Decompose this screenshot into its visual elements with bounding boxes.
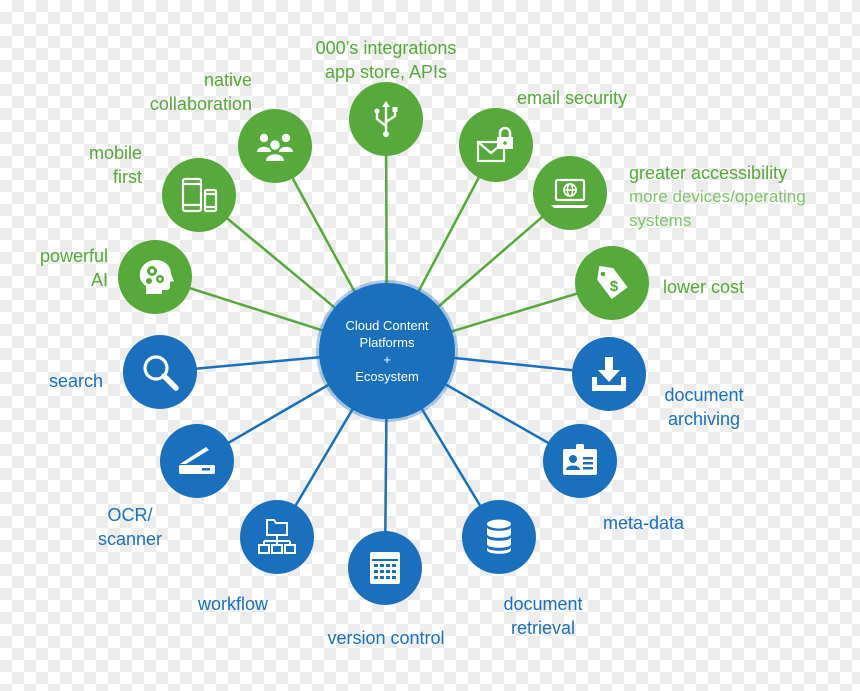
label-ocr-line-1: OCR/: [107, 505, 153, 525]
download-tray-icon: [592, 357, 626, 391]
scanner-icon: [179, 447, 215, 474]
email-lock-icon: [476, 126, 513, 163]
label-collaboration: native collaboration: [106, 68, 252, 116]
label-integrations-line-1: 000’s integrations: [315, 38, 457, 58]
center-hub: Cloud Content Platforms + Ecosystem: [319, 283, 455, 419]
calendar-grid-icon: [370, 552, 400, 584]
center-line-2: Platforms: [359, 335, 415, 350]
label-version: version control: [300, 626, 472, 650]
label-accessibility-line-2: more devices/operating: [629, 187, 806, 206]
node-cost: $: [575, 246, 649, 320]
label-cost: lower cost: [663, 275, 744, 299]
label-ocr: OCR/ scanner: [90, 503, 170, 551]
node-integrations: [349, 82, 423, 156]
label-search-line-1: search: [49, 371, 104, 391]
people-group-icon: [257, 133, 293, 161]
label-archiving: document archiving: [652, 383, 756, 431]
label-ai-line-2: AI: [90, 270, 108, 290]
label-email-security: email security: [517, 86, 627, 110]
label-archiving-line-1: document: [664, 385, 744, 405]
label-retrieval-line-1: document: [503, 594, 583, 614]
node-search: [123, 335, 197, 409]
node-ocr: [160, 424, 234, 498]
price-tag-icon: $: [597, 266, 628, 300]
node-archiving: [572, 337, 646, 411]
label-collaboration-line-1: native: [203, 70, 252, 90]
label-accessibility-line-3: systems: [629, 211, 692, 230]
label-mobile-line-1: mobile: [88, 143, 142, 163]
laptop-globe-icon: [551, 178, 589, 208]
usb-icon: [374, 101, 398, 137]
label-mobile: mobile first: [40, 141, 142, 189]
label-ai-line-1: powerful: [39, 246, 108, 266]
center-line-4: Ecosystem: [355, 369, 419, 384]
node-collaboration: [238, 109, 312, 183]
database-icon: [487, 519, 511, 554]
node-email-security: [459, 108, 533, 182]
label-retrieval-line-2: retrieval: [510, 618, 576, 638]
center-line-1: Cloud Content: [345, 318, 429, 333]
magnifier-icon: [143, 355, 179, 391]
node-workflow: [240, 500, 314, 574]
label-email-security-line-1: email security: [517, 88, 628, 108]
label-ai: powerful AI: [14, 244, 108, 292]
id-badge-icon: [563, 444, 597, 475]
label-integrations: 000’s integrations app store, APIs: [300, 36, 472, 84]
label-workflow: workflow: [198, 592, 268, 616]
mobile-devices-icon: [181, 177, 218, 213]
center-line-3: +: [383, 352, 391, 367]
label-search: search: [49, 369, 103, 393]
node-retrieval: [462, 500, 536, 574]
label-mobile-line-2: first: [113, 167, 142, 187]
head-gears-icon: [139, 260, 174, 294]
label-retrieval: document retrieval: [488, 592, 598, 640]
label-version-line-1: version control: [327, 628, 445, 648]
label-accessibility-line-1: greater accessibility: [629, 163, 788, 183]
label-accessibility: greater accessibility more devices/opera…: [629, 161, 806, 233]
svg-text:$: $: [610, 278, 619, 295]
label-cost-line-1: lower cost: [663, 277, 745, 297]
label-metadata: meta-data: [603, 511, 684, 535]
node-ai: [118, 240, 192, 314]
label-workflow-line-1: workflow: [198, 594, 269, 614]
node-mobile: [162, 158, 236, 232]
label-integrations-line-2: app store, APIs: [324, 62, 448, 82]
node-metadata: [543, 424, 617, 498]
label-collaboration-line-2: collaboration: [149, 94, 252, 114]
label-archiving-line-2: archiving: [667, 409, 741, 429]
node-version: [348, 531, 422, 605]
label-ocr-line-2: scanner: [97, 529, 163, 549]
label-metadata-line-1: meta-data: [603, 513, 685, 533]
node-accessibility: [533, 156, 607, 230]
folder-tree-icon: [258, 519, 296, 554]
